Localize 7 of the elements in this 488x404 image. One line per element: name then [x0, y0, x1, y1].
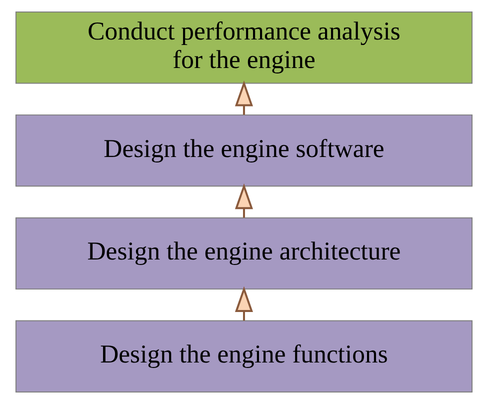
- arrow: [234, 183, 254, 218]
- arrow: [234, 80, 254, 115]
- node-box: Design the engine software: [15, 114, 473, 187]
- node-box: Conduct performance analysis for the engine: [15, 12, 473, 84]
- arrow: [234, 286, 254, 321]
- node-box: Design the engine architecture: [15, 217, 473, 290]
- node-box: Design the engine functions: [15, 320, 473, 392]
